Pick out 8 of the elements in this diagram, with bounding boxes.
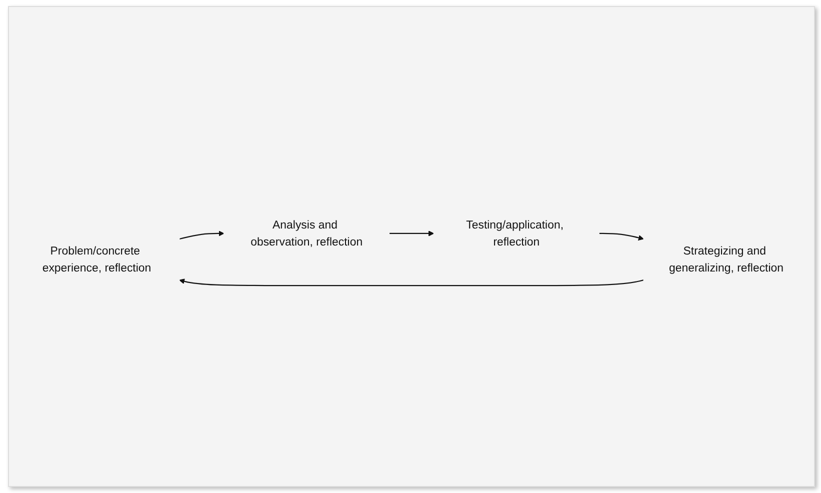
- node-text: Analysis and observation, reflection: [250, 218, 363, 248]
- arrow: [389, 230, 434, 236]
- node-text: Problem/concrete experience, reflection: [42, 244, 152, 274]
- node-text: Strategizing and generalizing, reflection: [668, 244, 784, 274]
- arrow: [179, 230, 224, 240]
- arrow: [179, 278, 644, 286]
- arrow: [599, 232, 644, 240]
- node-text: Testing/application, reflection: [466, 218, 564, 248]
